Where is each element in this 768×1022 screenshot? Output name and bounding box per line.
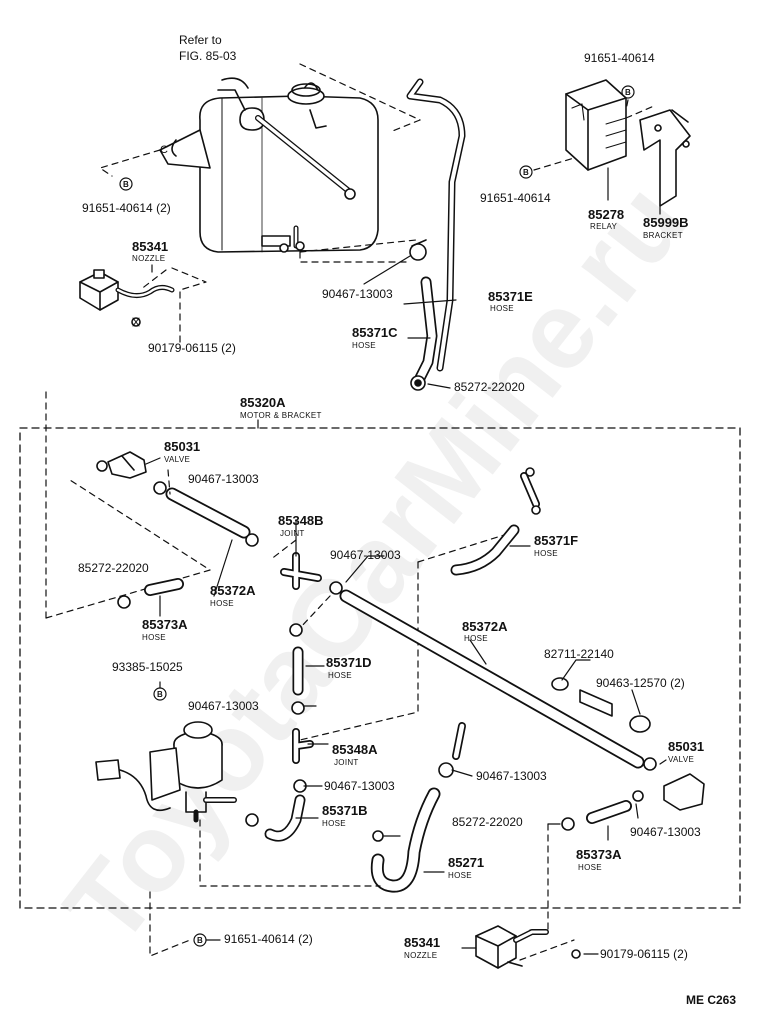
label-85373A-left-sub: HOSE xyxy=(142,633,166,642)
b-callout-bolts xyxy=(119,85,635,947)
nozzle-top xyxy=(79,269,175,327)
clamp-85272-top xyxy=(410,375,426,391)
joint-85348B xyxy=(245,533,343,595)
label-85341-top: 85341 xyxy=(132,239,169,254)
label-85373A-right-sub: HOSE xyxy=(578,863,602,872)
motor-bracket-box xyxy=(19,427,741,909)
label-85371E: 85371E xyxy=(488,289,533,304)
hose-85371F xyxy=(450,467,541,576)
hose-short-center xyxy=(438,722,466,778)
label-85031-right-sub: VALVE xyxy=(668,755,695,764)
hose-85271 xyxy=(370,787,441,893)
label-85372A-left-sub: HOSE xyxy=(210,599,234,608)
label-90179-bot: 90179-06115 (2) xyxy=(600,947,688,961)
washer-tank xyxy=(159,77,379,253)
label-85031-left: 85031 xyxy=(164,439,201,454)
relay-dash-leaders xyxy=(533,99,655,171)
label-85348B-sub: JOINT xyxy=(280,529,305,538)
label-85348B: 85348B xyxy=(278,513,324,528)
b-letter-1: B xyxy=(123,180,130,189)
b-letter-2: B xyxy=(523,168,530,177)
label-85373A-right: 85373A xyxy=(576,847,622,862)
label-90467-c: 90467-13003 xyxy=(330,548,401,562)
hose-85373A-left xyxy=(117,578,184,609)
label-85271: 85271 xyxy=(448,855,485,870)
hose-85371B xyxy=(264,794,306,842)
joint-85348A xyxy=(292,728,314,793)
tank-marker: C xyxy=(160,144,168,156)
relay-leaders xyxy=(607,167,661,215)
label-85341-top-sub: NOZZLE xyxy=(132,254,166,263)
label-90467-a: 90467-13003 xyxy=(322,287,393,301)
label-85372A-left: 85372A xyxy=(210,583,256,598)
top-leaders xyxy=(363,255,457,389)
hose-85371D xyxy=(289,623,305,715)
label-82711: 82711-22140 xyxy=(544,647,614,661)
hose-85372A-left xyxy=(165,487,251,539)
hose-85373A-right xyxy=(561,800,632,831)
label-90467-d: 90467-13003 xyxy=(188,699,259,713)
b-letter-5: B xyxy=(197,936,204,945)
label-85272-mid: 85272-22020 xyxy=(78,561,149,575)
hose-85371C xyxy=(414,276,438,384)
label-85278-sub: RELAY xyxy=(590,222,618,231)
clamp-90467-top xyxy=(409,239,427,261)
label-90467-b: 90467-13003 xyxy=(188,472,259,486)
label-91651-top: 91651-40614 xyxy=(584,51,655,65)
label-85371B: 85371B xyxy=(322,803,368,818)
label-85031-right: 85031 xyxy=(668,739,705,754)
valve-85031-right xyxy=(632,757,705,811)
holder-82711 xyxy=(551,677,651,733)
valve-85031-left xyxy=(96,451,167,495)
label-91651-left: 91651-40614 (2) xyxy=(82,201,171,215)
label-85999B: 85999B xyxy=(643,215,689,230)
label-85371E-sub: HOSE xyxy=(490,304,514,313)
figure-code: ME C263 xyxy=(686,993,737,1007)
b-letter-3: B xyxy=(625,88,632,97)
hose-85372A-right xyxy=(339,589,645,769)
bracket-85999B xyxy=(639,109,691,207)
label-85341-bot-sub: NOZZLE xyxy=(404,951,438,960)
refer-note-line2: FIG. 85-03 xyxy=(179,49,237,63)
label-85371D-sub: HOSE xyxy=(328,671,352,680)
relay-85278 xyxy=(565,79,627,171)
label-85341-bot: 85341 xyxy=(404,935,441,950)
label-90467-f: 90467-13003 xyxy=(324,779,395,793)
label-85320A-sub: MOTOR & BRACKET xyxy=(240,411,322,420)
label-85999B-sub: BRACKET xyxy=(643,231,683,240)
hose-85371E xyxy=(406,78,466,372)
label-85372A-right: 85372A xyxy=(462,619,508,634)
label-85278: 85278 xyxy=(588,207,625,222)
label-85348A-sub: JOINT xyxy=(334,758,359,767)
label-90467-e: 90467-13003 xyxy=(476,769,547,783)
label-93385: 93385-15025 xyxy=(112,660,183,674)
label-85371C-sub: HOSE xyxy=(352,341,376,350)
label-91651-bot: 91651-40614 (2) xyxy=(224,932,313,946)
label-85271-sub: HOSE xyxy=(448,871,472,880)
label-91651-mid: 91651-40614 xyxy=(480,191,551,205)
label-90179-top: 90179-06115 (2) xyxy=(148,341,236,355)
nozzle-bottom xyxy=(475,925,581,969)
tank-dash-leaders xyxy=(99,63,421,349)
label-85272-top: 85272-22020 xyxy=(454,380,525,394)
label-85348A: 85348A xyxy=(332,742,378,757)
label-85371B-sub: HOSE xyxy=(322,819,346,828)
label-85320A: 85320A xyxy=(240,395,286,410)
label-85371F: 85371F xyxy=(534,533,579,548)
label-85031-left-sub: VALVE xyxy=(164,455,191,464)
label-90467-g: 90467-13003 xyxy=(630,825,701,839)
b-letter-4: B xyxy=(157,690,164,699)
label-85371F-sub: HOSE xyxy=(534,549,558,558)
washer-motor xyxy=(95,721,259,827)
label-85371C: 85371C xyxy=(352,325,398,340)
label-90463: 90463-12570 (2) xyxy=(596,676,685,690)
label-85372A-right-sub: HOSE xyxy=(464,634,488,643)
label-85371D: 85371D xyxy=(326,655,372,670)
label-85272-low: 85272-22020 xyxy=(452,815,523,829)
label-85373A-left: 85373A xyxy=(142,617,188,632)
label-leaders xyxy=(159,519,667,955)
refer-note-line1: Refer to xyxy=(179,33,222,47)
